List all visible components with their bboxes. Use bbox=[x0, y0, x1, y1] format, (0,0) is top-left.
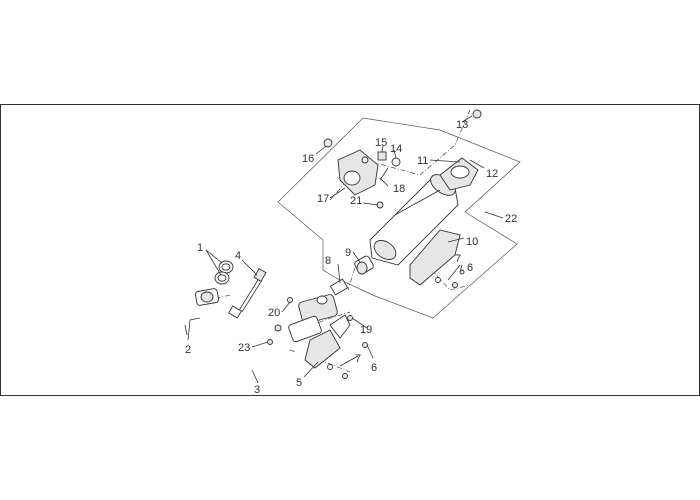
callout-3: 3 bbox=[254, 384, 260, 396]
callout-1: 1 bbox=[197, 242, 203, 254]
callout-20: 20 bbox=[268, 307, 280, 319]
gasket-lower-hole bbox=[217, 274, 227, 282]
callout-17: 17 bbox=[317, 193, 329, 205]
callout-23: 23 bbox=[238, 342, 250, 354]
callout-6-lower: 6 bbox=[371, 362, 377, 374]
callout-13: 13 bbox=[456, 119, 468, 131]
assembly-line-muffler bbox=[347, 267, 356, 291]
callout-7-lower: 7 bbox=[355, 353, 361, 365]
oxygen-sensor bbox=[228, 268, 267, 319]
callout-7-upper: 7 bbox=[455, 253, 461, 265]
callout-4: 4 bbox=[235, 250, 241, 262]
callout-11: 11 bbox=[417, 155, 428, 167]
leader-lines bbox=[187, 115, 504, 384]
callout-21: 21 bbox=[350, 195, 362, 207]
callout-12: 12 bbox=[486, 168, 498, 180]
muffler-group-outline bbox=[277, 117, 521, 319]
small-fasteners bbox=[267, 109, 482, 379]
callout-16: 16 bbox=[302, 153, 314, 165]
connector-pipe bbox=[329, 255, 374, 296]
assembly-line-heatshield bbox=[429, 267, 471, 291]
callout-15: 15 bbox=[375, 137, 387, 149]
gasket-upper-hole bbox=[221, 263, 231, 271]
mounting-bracket bbox=[337, 149, 389, 196]
exhaust-header-pipe bbox=[194, 288, 338, 380]
callout-19: 19 bbox=[360, 324, 372, 336]
callout-9: 9 bbox=[345, 247, 351, 259]
callout-10: 10 bbox=[466, 236, 478, 248]
callout-8: 8 bbox=[325, 255, 331, 267]
assembly-line-top bbox=[329, 109, 471, 201]
assembly-line-bolts bbox=[299, 311, 351, 331]
callout-2: 2 bbox=[185, 344, 191, 356]
muffler-end-cap bbox=[439, 157, 479, 191]
callout-22: 22 bbox=[505, 213, 517, 225]
callout-18: 18 bbox=[393, 183, 405, 195]
callout-14: 14 bbox=[390, 143, 402, 155]
heat-shield bbox=[409, 229, 461, 286]
callout-6-upper: 6 bbox=[467, 262, 473, 274]
lower-bracket bbox=[304, 314, 351, 369]
callout-5: 5 bbox=[296, 377, 302, 389]
callout-labels: 1 2 3 4 5 6 6 7 7 8 9 10 11 12 13 14 15 … bbox=[185, 119, 517, 396]
